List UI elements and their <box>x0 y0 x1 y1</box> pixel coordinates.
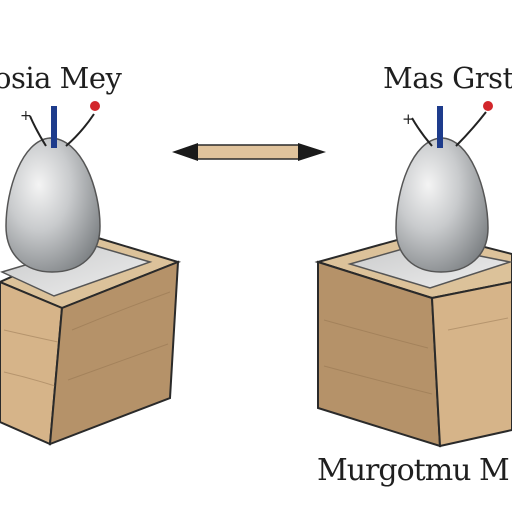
right-left-wire <box>411 117 433 147</box>
left-assembly: + <box>0 101 182 446</box>
bottom-caption-label: Murgotmu M <box>317 453 510 488</box>
arrow-right-head-icon <box>298 143 326 161</box>
left-minus-icon: + <box>20 108 32 124</box>
right-blue-electrode <box>437 106 443 148</box>
right-egg <box>395 137 489 273</box>
right-red-terminal-icon <box>483 101 493 111</box>
left-title-label: osia Mey <box>0 61 122 95</box>
left-box-side <box>48 260 180 446</box>
right-title-label: Mas Grstr <box>383 61 512 95</box>
right-assembly: + <box>314 101 512 448</box>
right-box-side <box>430 280 512 448</box>
left-right-wire <box>65 113 95 147</box>
right-plus-icon: + <box>402 110 415 128</box>
left-red-terminal-icon <box>90 101 100 111</box>
left-left-wire <box>29 115 47 147</box>
left-blue-electrode <box>51 106 57 148</box>
right-right-wire <box>455 111 487 147</box>
arrow-shaft <box>195 144 301 160</box>
left-egg <box>5 137 101 273</box>
left-wood-grain <box>3 291 171 387</box>
right-wood-grain <box>323 317 509 395</box>
arrow-left-head-icon <box>172 143 198 161</box>
double-arrow <box>172 143 326 161</box>
